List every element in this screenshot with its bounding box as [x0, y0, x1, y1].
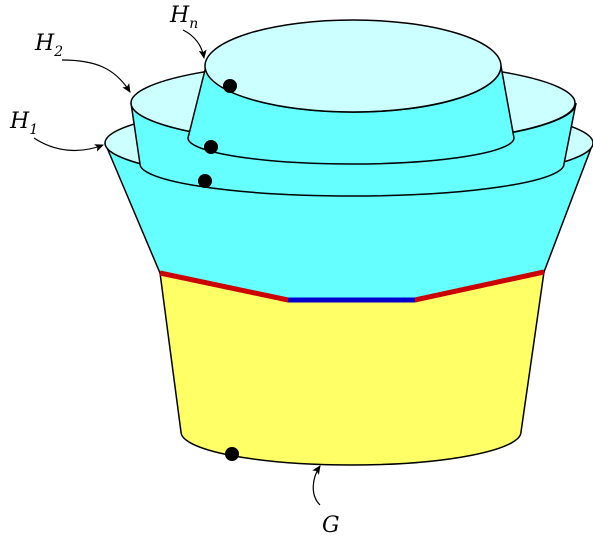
point-H2: [204, 140, 218, 154]
arrow-H1: [33, 137, 104, 152]
point-H1: [198, 174, 212, 188]
point-G: [225, 447, 239, 461]
label-H2: H2: [34, 31, 63, 60]
yellow-surface-G: [159, 271, 545, 466]
arrow-Hn: [182, 29, 207, 59]
arrow-H2: [61, 59, 131, 93]
label-G: G: [322, 513, 340, 538]
arrow-G: [312, 465, 321, 506]
point-Hn: [223, 79, 237, 93]
label-Hn: Hn: [169, 3, 198, 32]
ellipse-Hn: [204, 19, 502, 113]
label-H1: H1: [9, 109, 38, 138]
